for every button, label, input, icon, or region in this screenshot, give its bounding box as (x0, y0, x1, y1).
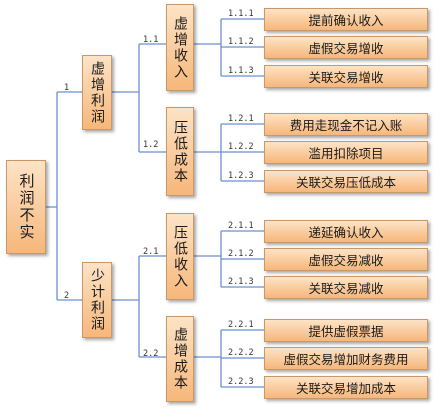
sub-node-2-2: 虚增成本 (166, 316, 194, 402)
num-1-2-1: 1.2.1 (228, 114, 254, 124)
num-2-1-2: 2.1.2 (228, 249, 254, 259)
branch-node-1: 虚增利润 (82, 55, 112, 130)
sub-node-2-1: 压低收入 (166, 213, 194, 300)
num-sub-1-1: 1.1 (143, 35, 158, 45)
leaf-2-1-3: 关联交易减收 (264, 276, 428, 299)
num-branch-1: 1 (64, 83, 69, 93)
num-sub-2-2: 2.2 (143, 349, 158, 359)
num-1-1-2: 1.1.2 (228, 37, 254, 47)
leaf-2-1-1: 递延确认收入 (264, 220, 428, 243)
leaf-1-1-1: 提前确认收入 (264, 8, 428, 31)
leaf-2-2-1: 提供虚假票据 (264, 319, 428, 342)
num-2-1-3: 2.1.3 (228, 277, 254, 287)
leaf-1-2-3: 关联交易压低成本 (264, 170, 428, 193)
num-1-2-3: 1.2.3 (228, 171, 254, 181)
num-2-2-1: 2.2.1 (228, 320, 254, 330)
num-sub-2-1: 2.1 (143, 247, 158, 257)
leaf-1-1-2: 虚假交易增收 (264, 36, 428, 59)
num-2-2-2: 2.2.2 (228, 348, 254, 358)
num-1-2-2: 1.2.2 (228, 142, 254, 152)
leaf-1-2-1: 费用走现金不记入账 (264, 113, 428, 136)
leaf-1-1-3: 关联交易增收 (264, 65, 428, 88)
branch-node-2: 少计利润 (82, 262, 112, 338)
sub-node-1-1: 虚增收入 (166, 4, 194, 91)
leaf-2-2-2: 虚假交易增加财务费用 (264, 347, 428, 370)
leaf-2-2-3: 关联交易增加成本 (264, 376, 428, 399)
num-1-1-1: 1.1.1 (228, 9, 254, 19)
num-2-2-3: 2.2.3 (228, 377, 254, 387)
leaf-2-1-2: 虚假交易减收 (264, 248, 428, 271)
num-1-1-3: 1.1.3 (228, 66, 254, 76)
root-node: 利润不实 (6, 160, 46, 254)
sub-node-1-2: 压低成本 (166, 107, 194, 196)
num-branch-2: 2 (64, 291, 69, 301)
num-sub-1-2: 1.2 (143, 140, 158, 150)
num-2-1-1: 2.1.1 (228, 221, 254, 231)
leaf-1-2-2: 滥用扣除项目 (264, 141, 428, 164)
